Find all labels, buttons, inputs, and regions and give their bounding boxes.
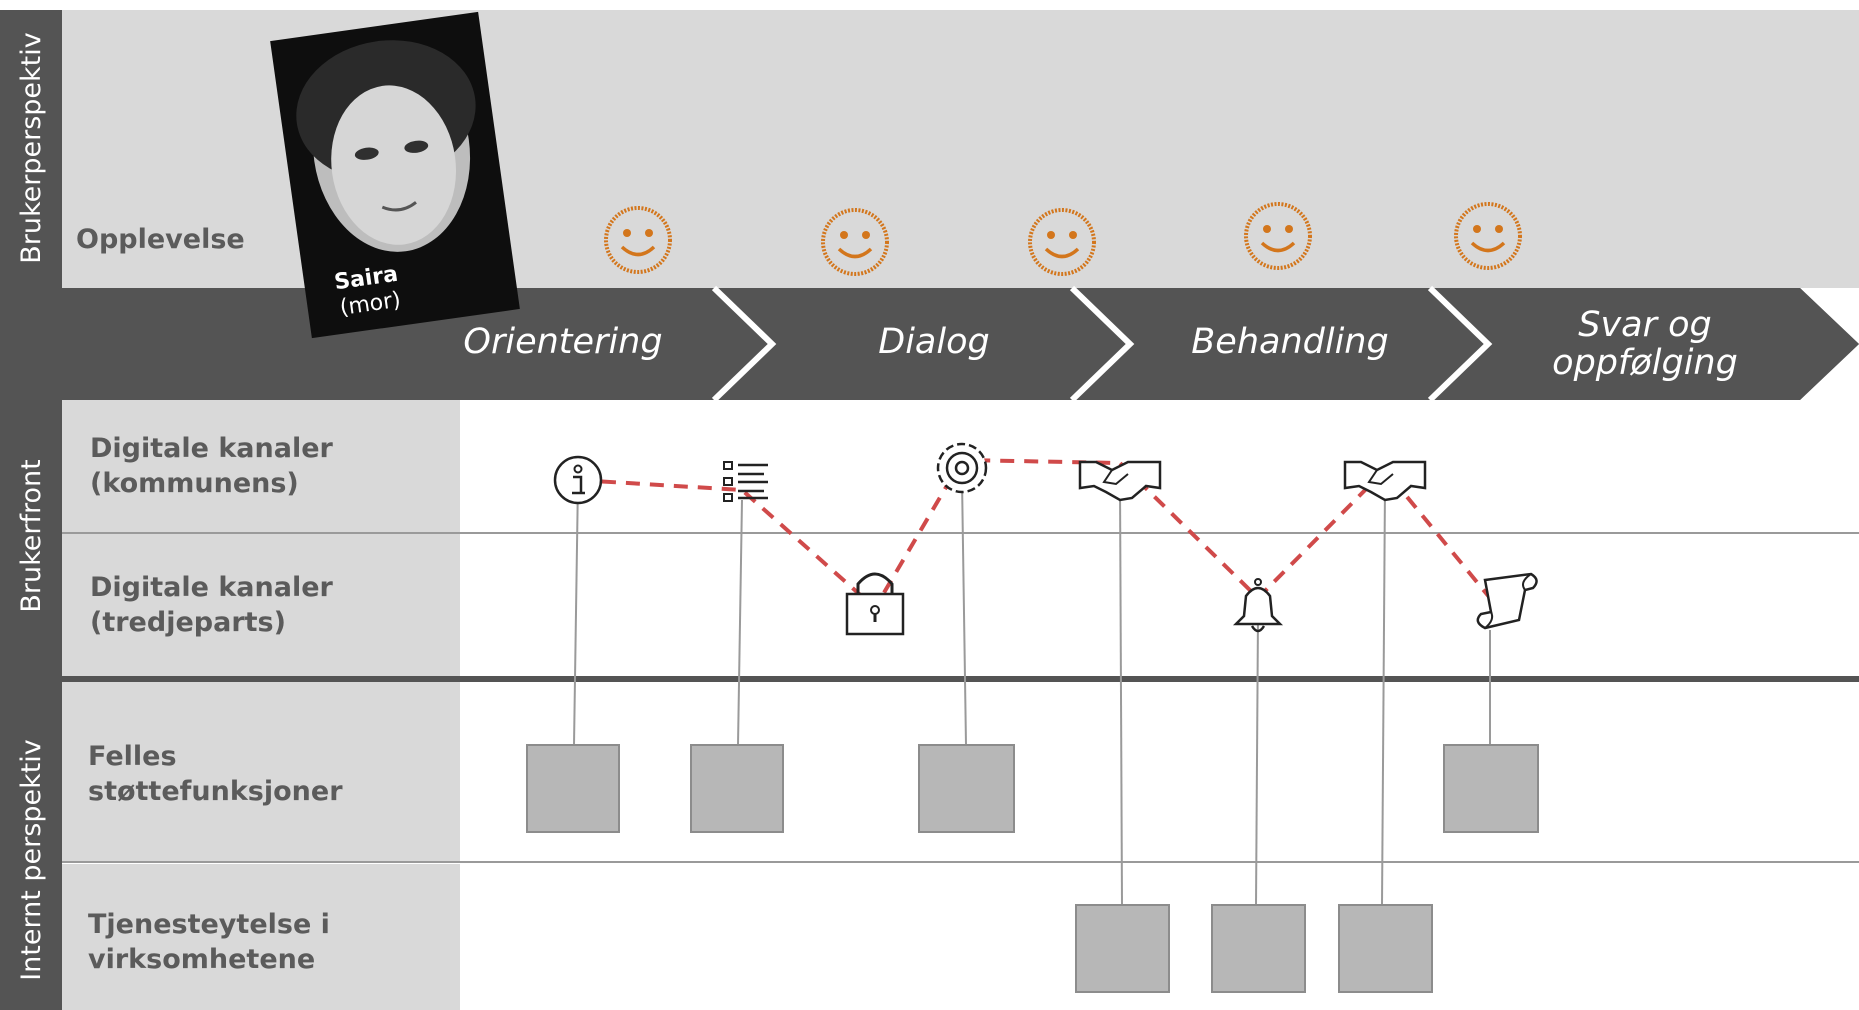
row-label-tjeneste: Tjenesteytelse i	[88, 909, 330, 940]
row-bg-digitale-kommune	[62, 400, 460, 533]
smiley-icon	[1028, 208, 1096, 276]
row-label-digitale-tredje-sub: (tredjeparts)	[90, 607, 286, 638]
smiley-icon	[604, 206, 672, 274]
phase-label-dialog: Dialog	[878, 322, 989, 362]
section-label-brukerperspektiv: Brukerperspektiv	[16, 32, 47, 264]
phase-separator	[711, 285, 777, 403]
row-label-tjeneste-sub: virksomhetene	[88, 944, 315, 975]
phase-separator	[1427, 285, 1493, 403]
phase-separator	[1069, 285, 1135, 403]
row-label-felles-sub: støttefunksjoner	[88, 776, 343, 807]
divider-thick	[62, 676, 1859, 682]
row-label-digitale-kommune: Digitale kanaler	[90, 433, 334, 464]
support-box	[526, 744, 620, 833]
section-label-brukerfront: Brukerfront	[16, 459, 47, 612]
row-label-opplevelse: Opplevelse	[76, 224, 245, 255]
row-bg-digitale-tredje	[62, 534, 460, 678]
phase-arrow-end	[1800, 288, 1859, 400]
connector-lines	[573, 479, 1491, 906]
row-bg-felles	[62, 682, 460, 862]
phase-label-svar: Svar og	[1578, 305, 1712, 345]
support-box	[1443, 744, 1539, 833]
phase-label-behandling: Behandling	[1191, 322, 1388, 362]
service-box	[1075, 904, 1170, 993]
support-box	[690, 744, 784, 833]
section-strip	[0, 10, 62, 1010]
phase-label-oppfolging: oppfølging	[1552, 343, 1738, 383]
handshake-icon	[1078, 460, 1162, 502]
bell-icon	[1232, 578, 1284, 633]
section-label-internt: Internt perspektiv	[16, 739, 47, 981]
gear-icon	[936, 442, 988, 494]
phase-label-orientering: Orientering	[463, 322, 662, 362]
service-box	[1211, 904, 1306, 993]
phase-arrow-tip	[1800, 288, 1859, 400]
row-bg-tjeneste	[62, 864, 460, 1010]
info-icon	[553, 455, 603, 505]
row-label-digitale-kommune-sub: (kommunens)	[90, 468, 299, 499]
journey-path	[577, 457, 1492, 612]
persona-photo: Saira (mor)	[270, 11, 520, 339]
smiley-icon	[1244, 202, 1312, 270]
row-label-digitale-tredje: Digitale kanaler	[90, 572, 334, 603]
handshake-icon	[1343, 460, 1427, 502]
service-box	[1338, 904, 1433, 993]
lock-icon	[845, 572, 905, 636]
row-label-felles: Felles	[88, 741, 177, 772]
list-icon	[723, 461, 768, 502]
smiley-icon	[1454, 202, 1522, 270]
scroll-icon	[1476, 572, 1538, 630]
smiley-icon	[821, 208, 889, 276]
support-box	[918, 744, 1015, 833]
support-boxes	[526, 744, 1539, 993]
